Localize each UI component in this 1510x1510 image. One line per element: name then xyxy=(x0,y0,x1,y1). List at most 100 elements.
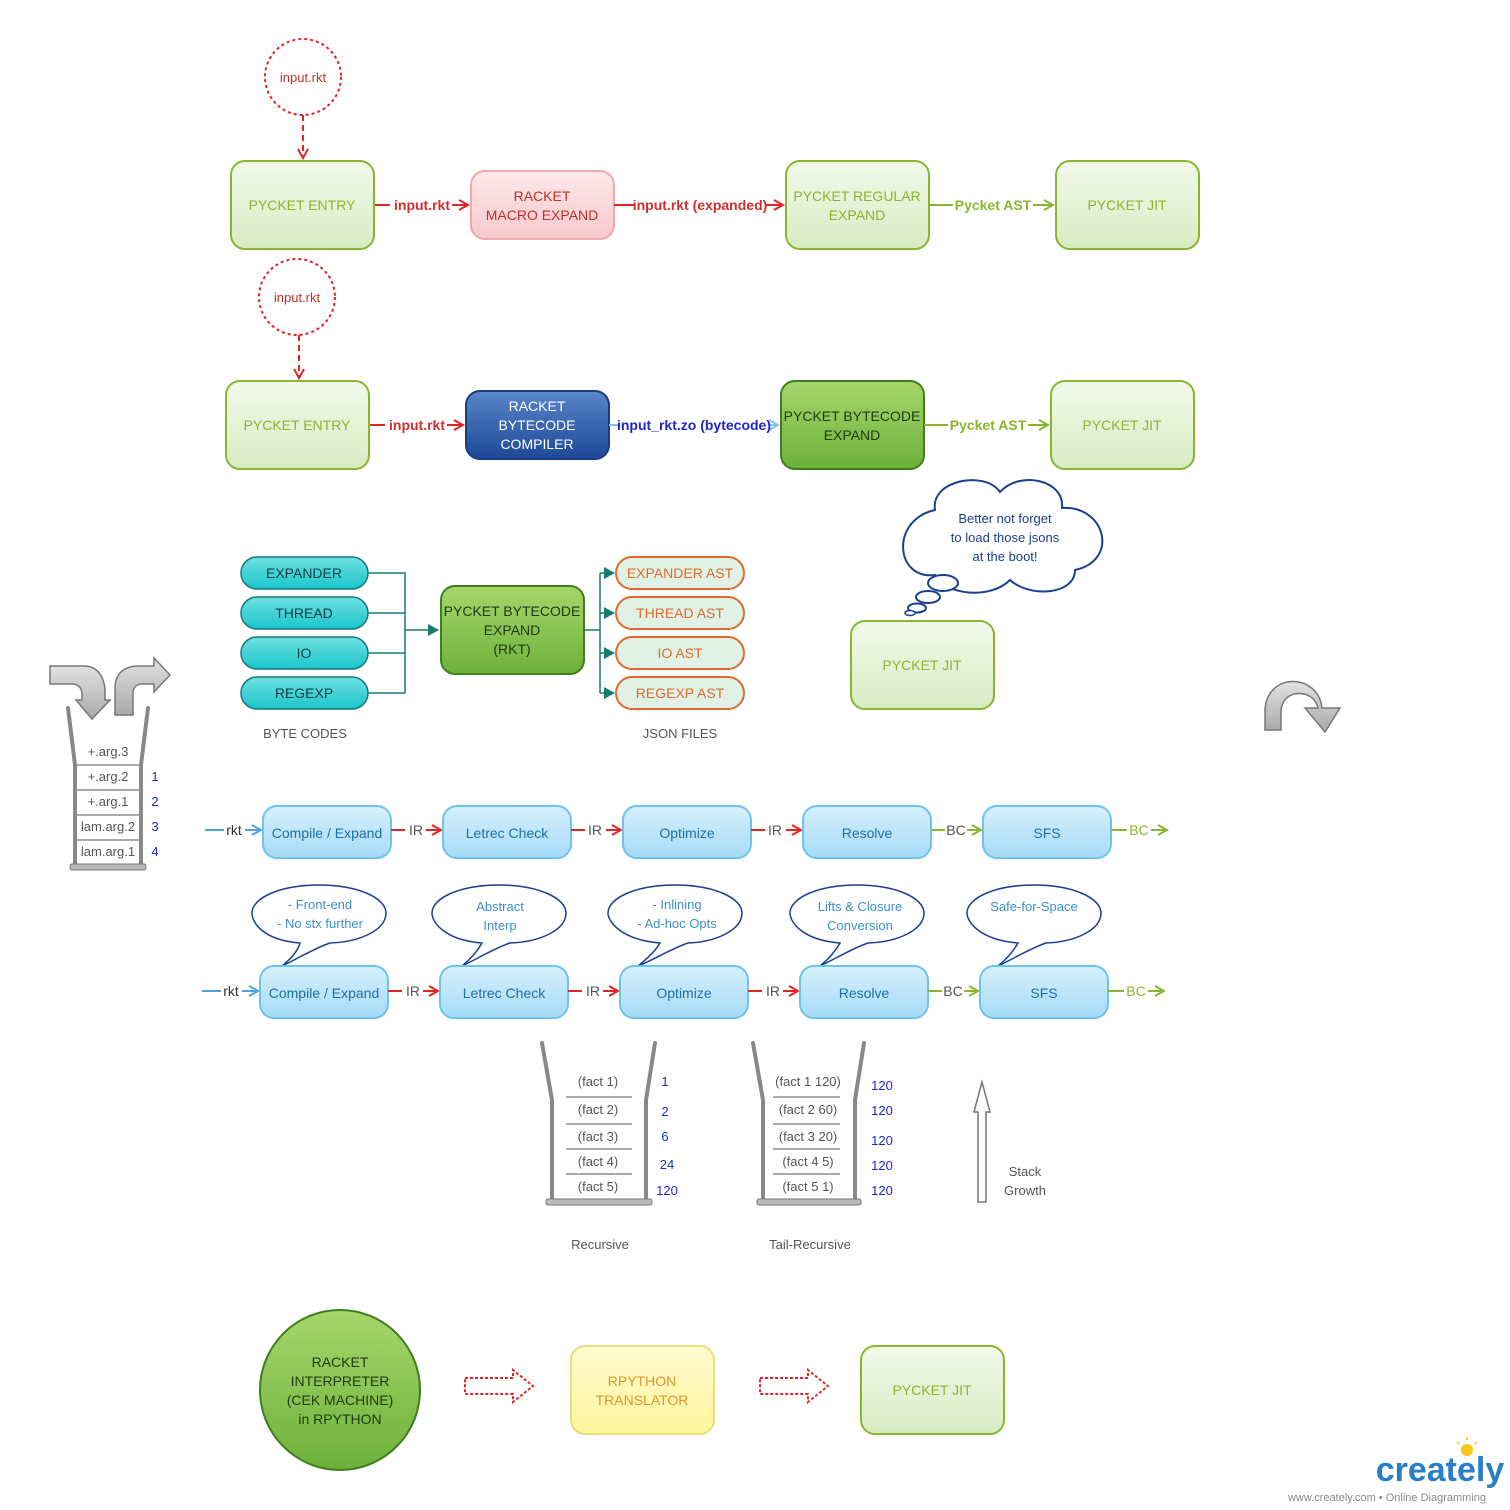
pipeline1-stage-optimize xyxy=(622,805,752,859)
tail-value: 120 xyxy=(871,1078,893,1093)
svg-text:SFS: SFS xyxy=(1033,825,1060,841)
svg-text:BYTECODE: BYTECODE xyxy=(498,417,575,433)
bubble-letrec: Abstract Interp xyxy=(431,884,567,967)
recursive-value: 1 xyxy=(661,1074,668,1089)
svg-text:THREAD: THREAD xyxy=(275,605,333,621)
row1-pycket-entry: PYCKET ENTRY xyxy=(230,160,375,250)
lightbulb-icon xyxy=(1456,1437,1478,1456)
svg-text:COMPILER: COMPILER xyxy=(500,436,573,452)
svg-text:Better not forget: Better not forget xyxy=(958,511,1052,526)
recursive-value: 120 xyxy=(656,1183,678,1198)
svg-text:PYCKET BYTECODE: PYCKET BYTECODE xyxy=(444,603,581,619)
row1-edge2-label: input.rkt (expanded) xyxy=(633,197,768,213)
row1-edge3-label: Pycket AST xyxy=(955,197,1032,213)
svg-text:REGEXP AST: REGEXP AST xyxy=(636,685,725,701)
recursive-cell: (fact 4) xyxy=(578,1154,618,1169)
pipeline1-edge-label: BC xyxy=(1129,822,1148,838)
pipeline2-edge-label: IR xyxy=(406,983,420,999)
recursive-value: 24 xyxy=(660,1157,674,1172)
creately-logo: creately xyxy=(1376,1437,1504,1489)
json-expander-ast: EXPANDER AST xyxy=(615,556,745,590)
row1-edge1-label: input.rkt xyxy=(394,197,450,213)
svg-text:IO: IO xyxy=(297,645,312,661)
svg-text:PYCKET BYTECODE: PYCKET BYTECODE xyxy=(784,408,921,424)
svg-text:Compile / Expand: Compile / Expand xyxy=(272,825,383,841)
svg-text:REGEXP: REGEXP xyxy=(275,685,333,701)
pipeline2-edge-label: BC xyxy=(1126,983,1145,999)
arg-stack-cell: +.arg.3 xyxy=(88,744,129,759)
row2-racket-bytecode-compiler: RACKET BYTECODE COMPILER xyxy=(465,390,610,460)
json-regexp-ast: REGEXP AST xyxy=(615,676,745,710)
pipeline1-stage-letrec xyxy=(442,805,572,859)
pipeline1: rkt Compile / Expand IR Letrec Check IR … xyxy=(205,805,1167,859)
bottom-pycket-jit: PYCKET JIT xyxy=(860,1345,1005,1435)
bubble-optimize: - Inlining - Ad-hoc Opts xyxy=(607,884,743,967)
svg-text:PYCKET ENTRY: PYCKET ENTRY xyxy=(249,197,357,213)
svg-text:THREAD AST: THREAD AST xyxy=(636,605,724,621)
tail-value: 120 xyxy=(871,1158,893,1173)
tail-recursive-caption: Tail-Recursive xyxy=(769,1237,851,1252)
arg-stack-number: 2 xyxy=(151,794,158,809)
svg-text:- No stx further: - No stx further xyxy=(277,916,364,931)
tail-cell: (fact 5 1) xyxy=(782,1179,833,1194)
svg-text:RACKET: RACKET xyxy=(509,398,566,414)
pipeline2-edge-label: IR xyxy=(766,983,780,999)
recursive-stack: (fact 1) (fact 2) (fact 3) (fact 4) (fac… xyxy=(540,1041,678,1252)
pipeline1-edge-label: IR xyxy=(768,822,782,838)
tail-cell: (fact 2 60) xyxy=(779,1102,838,1117)
json-io-ast: IO AST xyxy=(615,636,745,670)
bubble-compile: - Front-end - No stx further xyxy=(251,884,387,967)
svg-text:Safe-for-Space: Safe-for-Space xyxy=(990,899,1077,914)
tail-cell: (fact 1 120) xyxy=(775,1074,841,1089)
svg-text:Resolve: Resolve xyxy=(842,825,893,841)
racket-interpreter-circle: RACKET INTERPRETER (CEK MACHINE) in RPYT… xyxy=(259,1309,421,1471)
pipeline1-stage-sfs xyxy=(982,805,1112,859)
json-thread-ast: THREAD AST xyxy=(615,596,745,630)
row2-input-label: input.rkt xyxy=(274,290,321,305)
pipeline2-edge-label: BC xyxy=(943,983,962,999)
recursive-cell: (fact 5) xyxy=(578,1179,618,1194)
svg-text:PYCKET REGULAR: PYCKET REGULAR xyxy=(793,188,920,204)
svg-text:TRANSLATOR: TRANSLATOR xyxy=(596,1392,689,1408)
pop-arrow-icon xyxy=(114,656,172,716)
arg-stack-number: 1 xyxy=(151,769,158,784)
row2-input-circle: input.rkt xyxy=(258,258,336,336)
pipeline2-bubbles: - Front-end - No stx further Abstract In… xyxy=(251,884,1102,967)
row2-edge3-label: Pycket AST xyxy=(950,417,1027,433)
pipeline1-edge-label: IR xyxy=(588,822,602,838)
svg-text:(CEK MACHINE): (CEK MACHINE) xyxy=(287,1392,394,1408)
bytecode-thread: THREAD xyxy=(240,596,369,630)
svg-text:EXPAND: EXPAND xyxy=(829,207,886,223)
arg-stack-container: +.arg.3 +.arg.2 +.arg.1 lam.arg.2 lam.ar… xyxy=(66,706,159,871)
svg-text:RPYTHON: RPYTHON xyxy=(608,1373,676,1389)
row2-pycket-bytecode-expand: PYCKET BYTECODE EXPAND xyxy=(780,380,925,470)
recursive-cell: (fact 1) xyxy=(578,1074,618,1089)
bytecode-expander: EXPANDER xyxy=(240,556,369,590)
svg-text:EXPAND: EXPAND xyxy=(484,622,541,638)
row2-edge2-label: input_rkt.zo (bytecode) xyxy=(617,417,771,433)
bytecode-regexp: REGEXP xyxy=(240,676,369,710)
svg-text:INTERPRETER: INTERPRETER xyxy=(291,1373,390,1389)
tail-recursive-stack: (fact 1 120) (fact 2 60) (fact 3 20) (fa… xyxy=(751,1041,893,1252)
stack-growth-label: Stack xyxy=(1009,1164,1042,1179)
push-arrow-icon xyxy=(49,665,112,721)
svg-text:EXPANDER: EXPANDER xyxy=(266,565,342,581)
svg-text:Interp: Interp xyxy=(483,918,516,933)
recursive-cell: (fact 2) xyxy=(578,1102,618,1117)
pipeline2-input-label: rkt xyxy=(223,983,239,999)
svg-text:EXPANDER AST: EXPANDER AST xyxy=(627,565,734,581)
svg-text:SFS: SFS xyxy=(1030,985,1057,1001)
bubble-sfs: Safe-for-Space xyxy=(966,884,1102,967)
creately-footer: www.creately.com • Online Diagramming xyxy=(1287,1492,1486,1504)
row2-edge1-label: input.rkt xyxy=(389,417,445,433)
tail-value: 120 xyxy=(871,1183,893,1198)
svg-text:MACRO EXPAND: MACRO EXPAND xyxy=(486,207,599,223)
pipeline1-edge-label: IR xyxy=(409,822,423,838)
recursive-caption: Recursive xyxy=(571,1237,629,1252)
row1-input-circle: input.rkt xyxy=(264,38,342,116)
svg-text:Optimize: Optimize xyxy=(656,985,711,1001)
recursive-value: 2 xyxy=(661,1104,668,1119)
svg-text:Optimize: Optimize xyxy=(659,825,714,841)
arg-stack-cell: lam.arg.1 xyxy=(81,844,135,859)
